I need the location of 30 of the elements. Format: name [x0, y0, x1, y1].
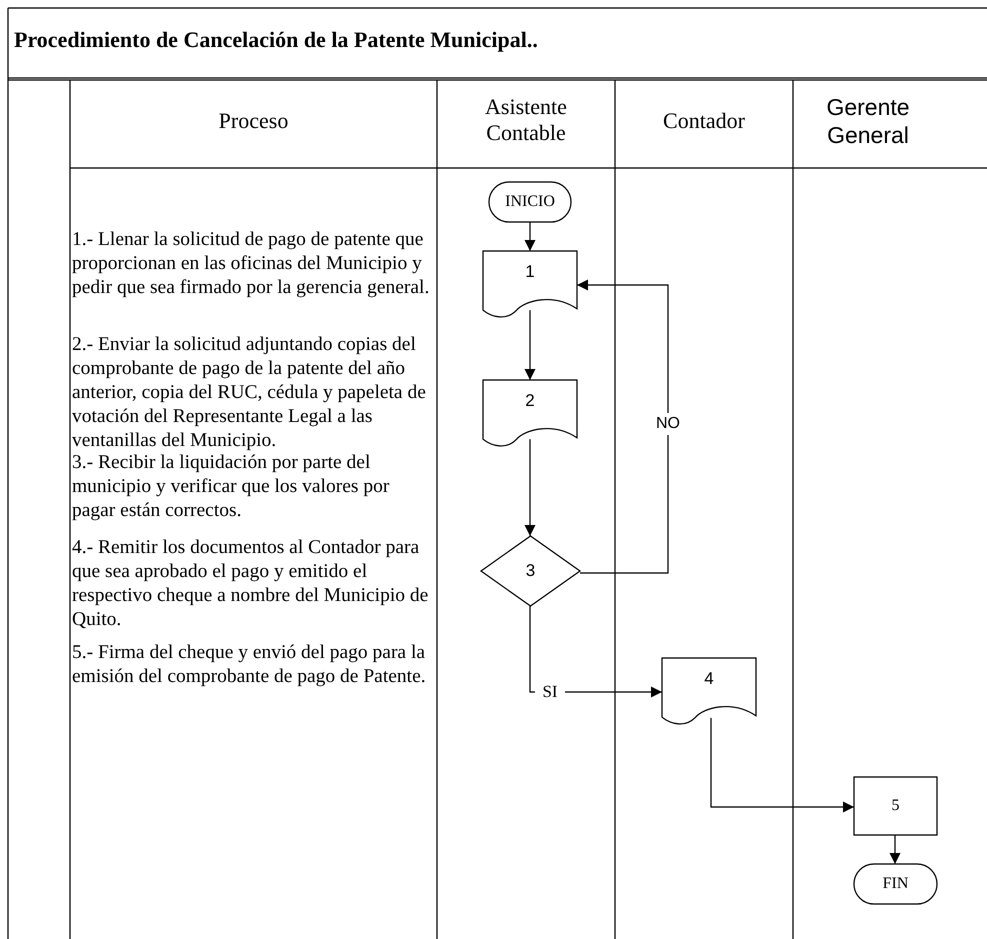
document-shape: [483, 380, 577, 448]
arrow: [710, 718, 854, 812]
arrow: [524, 310, 536, 380]
node-label: INICIO: [504, 192, 556, 212]
step-description: 5.- Firma del cheque y envió del pago para la emisión del comprobante de pago de Patente.: [72, 641, 427, 689]
arrow: [524, 222, 536, 251]
step-description: 3.- Recibir la liquidación por parte del municipio y verificar que los valores por pagar están correctos.: [72, 451, 390, 523]
node-label: 3: [524, 560, 536, 582]
arrow: [524, 439, 536, 536]
column-header: Asistente Contable: [484, 94, 568, 147]
column-header: Proceso: [218, 108, 290, 134]
node-label: 5: [890, 796, 900, 816]
node-label: 4: [703, 668, 715, 690]
step-description: 4.- Remitir los documentos al Contador para que sea aprobado el pago y emitido el respectivo cheque a nombre del Municipio de Quito.: [72, 536, 430, 632]
decision-diamond: [481, 536, 580, 606]
column-header: Gerente General: [825, 94, 911, 150]
node-label: FIN: [882, 874, 910, 894]
document-shape: [483, 251, 577, 319]
column-header: Contador: [662, 108, 746, 134]
arrow: [577, 280, 669, 574]
step-description: 1.- Llenar la solicitud de pago de patente que proporcionan en las oficinas del Municipio y pedir que sea firmado por la gerencia general.: [72, 228, 430, 300]
node-label: 2: [524, 390, 536, 412]
document-shape: [662, 658, 756, 726]
node-label: 1: [524, 261, 536, 284]
arrow: [890, 835, 900, 864]
diagram-title: Procedimiento de Cancelación de la Patente Municipal..: [14, 27, 538, 53]
terminal-shape: [854, 864, 937, 904]
terminal-shape: [489, 182, 571, 222]
process-box: [854, 777, 937, 835]
step-description: 2.- Enviar la solicitud adjuntando copias del comprobante de pago de la patente del año anterior, copia del RUC, cédula y papeleta de votación del Representante Legal a las ventanillas del Municipio.: [72, 333, 427, 453]
